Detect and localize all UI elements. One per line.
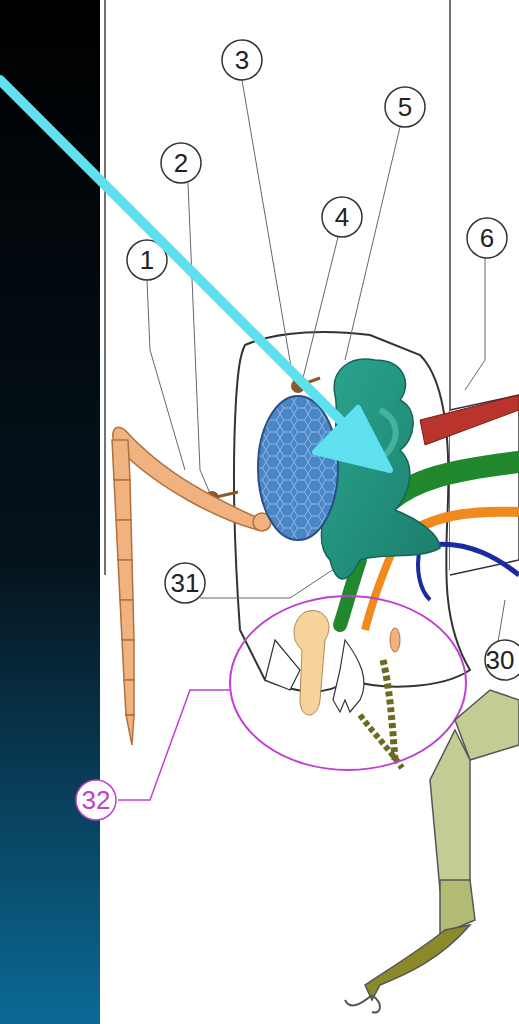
callout-number: 1	[140, 247, 154, 273]
callout-number: 31	[171, 570, 200, 596]
callout-number: 4	[335, 204, 349, 230]
callout-number: 5	[398, 94, 412, 120]
callout-number: 2	[174, 150, 188, 176]
callout-number: 32	[82, 787, 111, 813]
callout-number: 6	[480, 225, 494, 251]
callout-number: 3	[235, 47, 249, 73]
callout-number: 30	[486, 647, 515, 673]
